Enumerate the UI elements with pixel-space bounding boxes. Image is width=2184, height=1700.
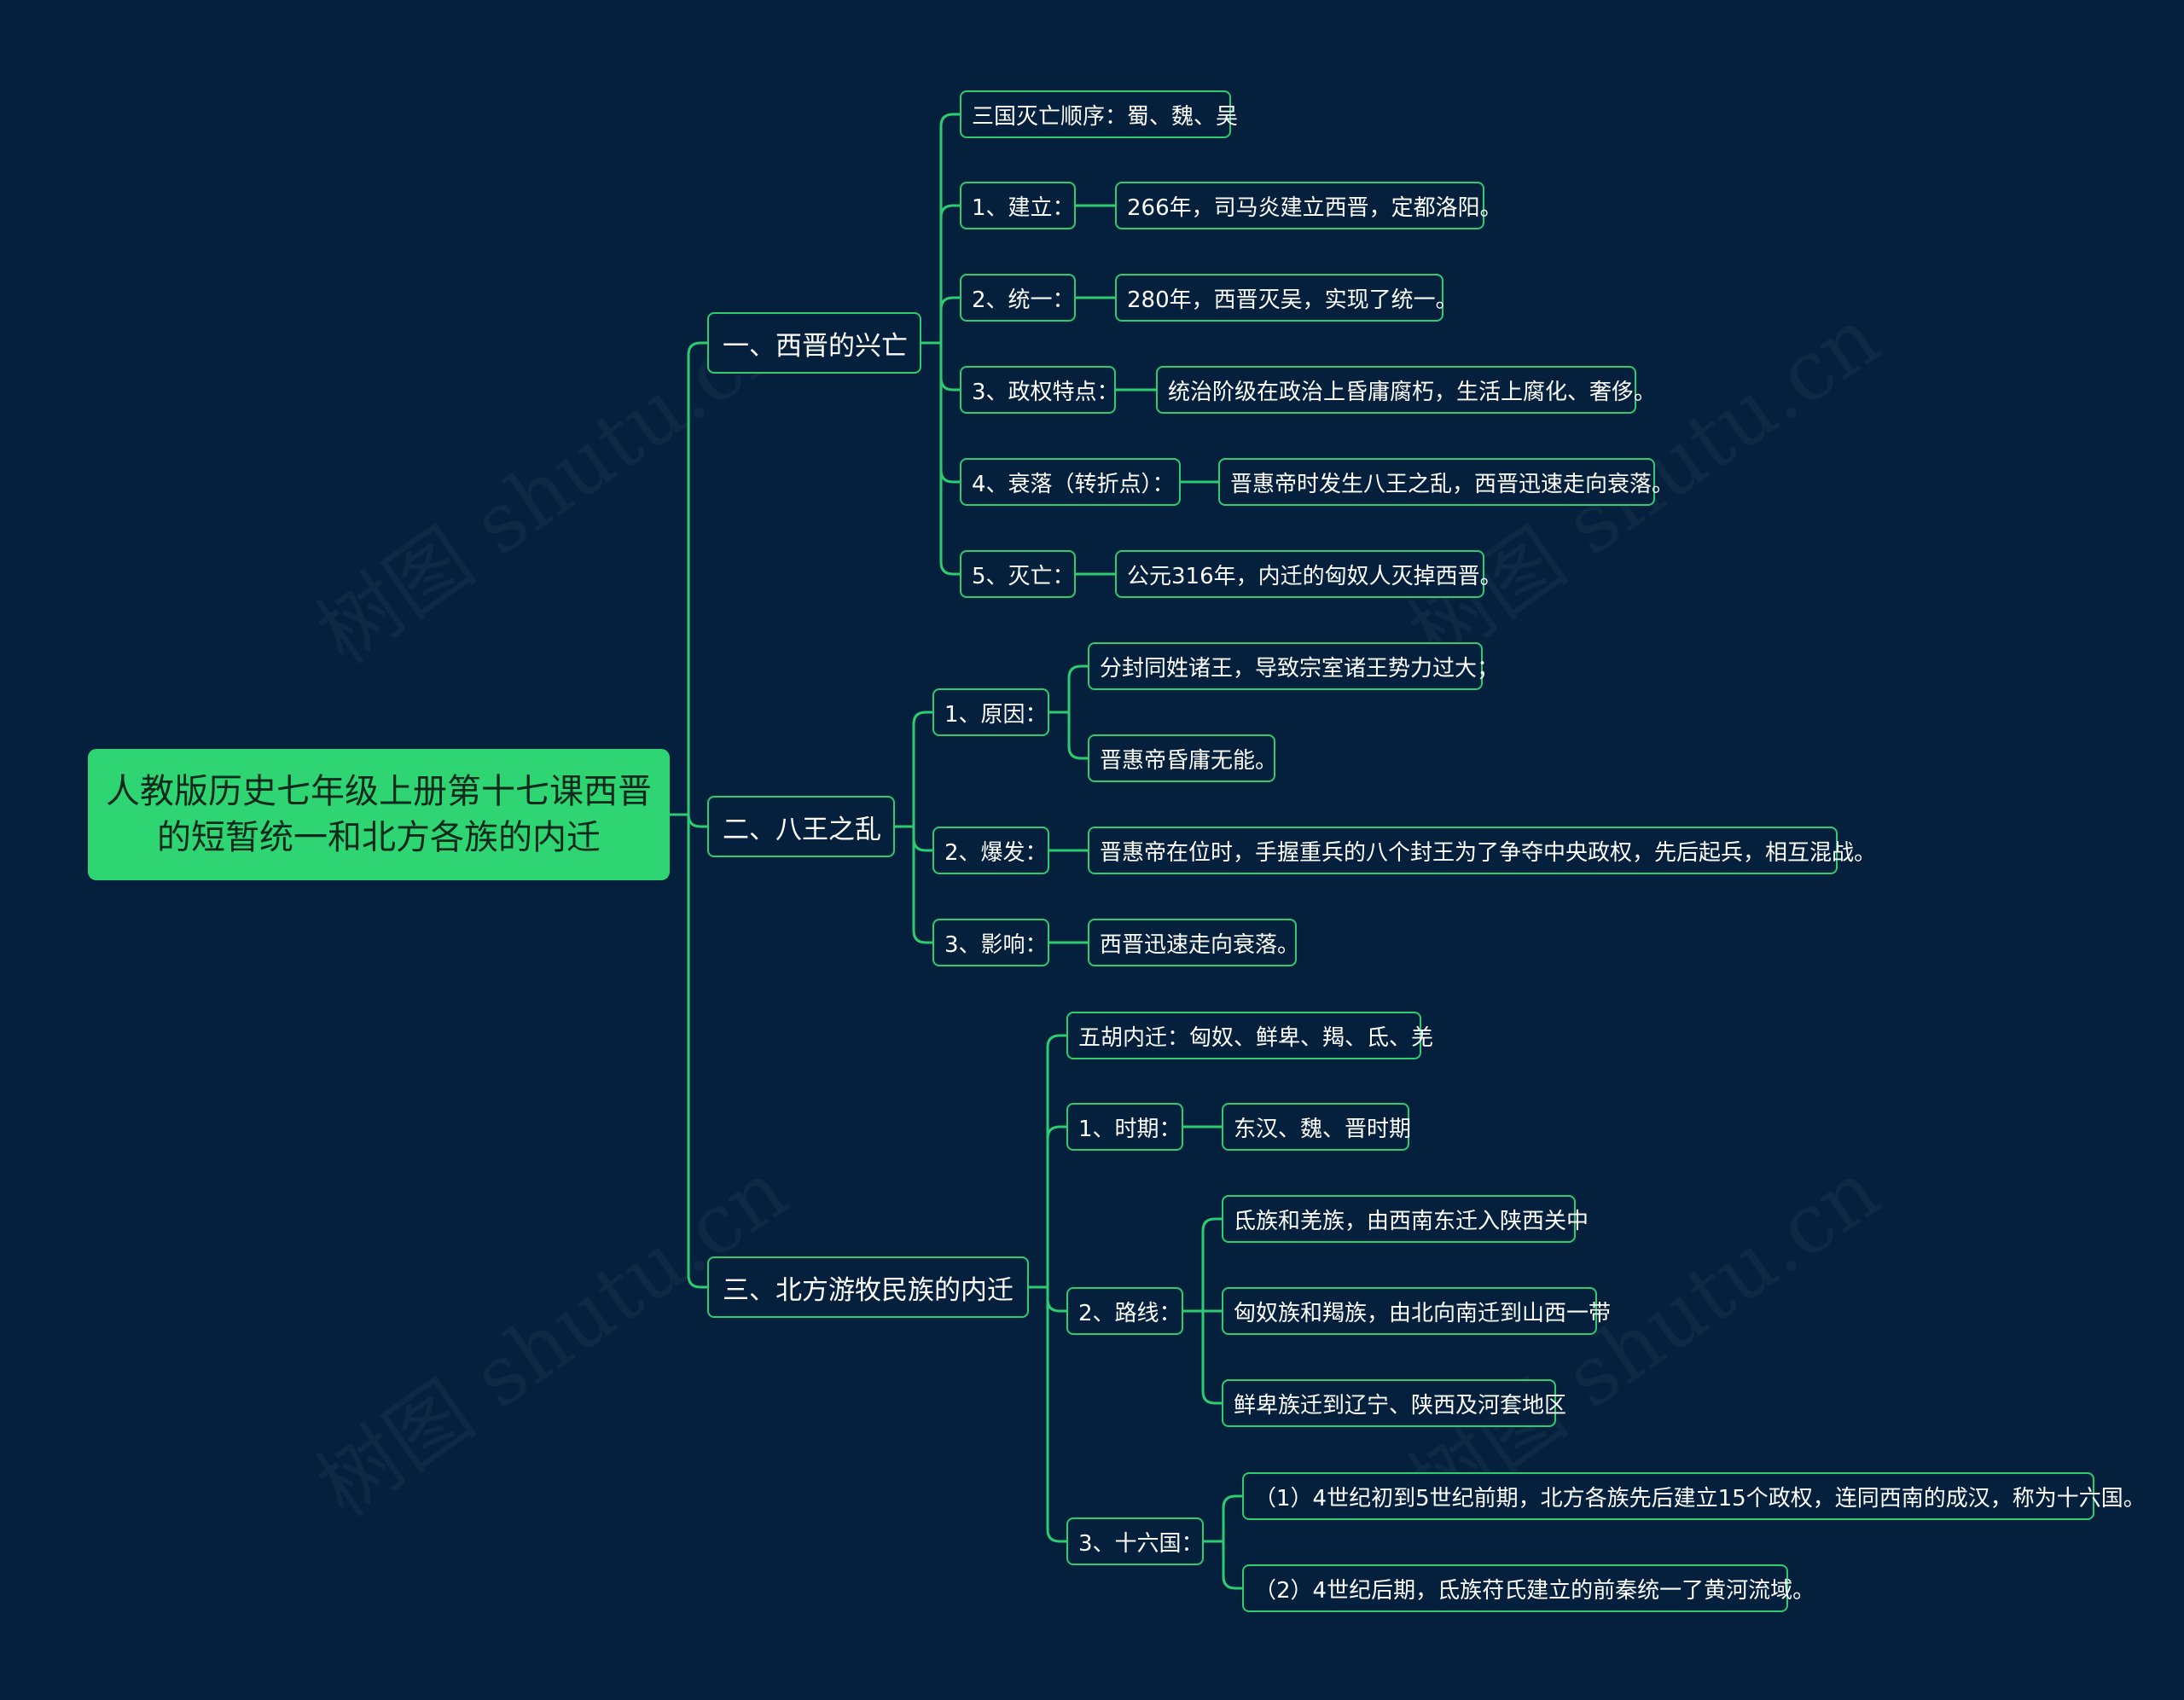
connector-line bbox=[1046, 1287, 1066, 1313]
subtopic[interactable]: 3、十六国： bbox=[1066, 1517, 1204, 1565]
connector-line bbox=[939, 204, 960, 343]
root-topic[interactable]: 人教版历史七年级上册第十七课西晋的短暂统一和北方各族的内迁 bbox=[88, 749, 670, 880]
connector-line bbox=[939, 343, 960, 484]
subtopic[interactable]: 3、影响： bbox=[932, 919, 1049, 966]
leaf-topic[interactable]: （1）4世纪初到5世纪前期，北方各族先后建立15个政权，连同西南的成汉，称为十六… bbox=[1242, 1472, 2146, 1520]
subtopic[interactable]: 4、衰落（转折点）： bbox=[960, 458, 1181, 506]
connector-line bbox=[1046, 1034, 1066, 1287]
connector-line bbox=[912, 827, 932, 944]
subtopic[interactable]: 3、政权特点： bbox=[960, 366, 1119, 414]
connector-line bbox=[1067, 712, 1088, 760]
leaf-topic[interactable]: 匈奴族和羯族，由北向南迁到山西一带 bbox=[1222, 1287, 1611, 1335]
leaf-topic[interactable]: 分封同姓诸王，导致宗室诸王势力过大； bbox=[1088, 642, 1499, 690]
connector-line bbox=[687, 814, 707, 828]
leaf-topic[interactable]: 东汉、魏、晋时期 bbox=[1222, 1103, 1411, 1151]
subtopic[interactable]: 1、原因： bbox=[932, 688, 1049, 736]
connector-line bbox=[939, 296, 960, 343]
subtopic[interactable]: 1、建立： bbox=[960, 182, 1076, 229]
subtopic[interactable]: 三国灭亡顺序：蜀、魏、吴 bbox=[960, 90, 1238, 138]
connector-line bbox=[687, 815, 707, 1289]
connector-line bbox=[1046, 1125, 1066, 1287]
subtopic[interactable]: 2、爆发： bbox=[932, 827, 1049, 874]
connector-line bbox=[1067, 664, 1088, 712]
subtopic[interactable]: 五胡内迁：匈奴、鲜卑、羯、氐、羌 bbox=[1066, 1012, 1433, 1059]
connector-line bbox=[939, 113, 960, 343]
connector-line bbox=[1201, 1311, 1222, 1405]
connector-line bbox=[1046, 1287, 1066, 1543]
leaf-topic[interactable]: 280年，西晋灭吴，实现了统一。 bbox=[1115, 274, 1458, 322]
leaf-topic[interactable]: 晋惠帝昏庸无能。 bbox=[1088, 734, 1277, 782]
subtopic[interactable]: 5、灭亡： bbox=[960, 550, 1076, 598]
connector-line bbox=[912, 711, 932, 827]
subtopic[interactable]: 2、统一： bbox=[960, 274, 1076, 322]
leaf-topic[interactable]: 鲜卑族迁到辽宁、陕西及河套地区 bbox=[1222, 1379, 1566, 1427]
leaf-topic[interactable]: 晋惠帝时发生八王之乱，西晋迅速走向衰落。 bbox=[1218, 458, 1674, 506]
connector-line bbox=[1222, 1541, 1242, 1590]
leaf-topic[interactable]: 266年，司马炎建立西晋，定都洛阳。 bbox=[1115, 182, 1502, 229]
leaf-topic[interactable]: （2）4世纪后期，氐族苻氏建立的前秦统一了黄河流域。 bbox=[1242, 1564, 1815, 1612]
subtopic[interactable]: 2、路线： bbox=[1066, 1287, 1183, 1335]
connector-line bbox=[1222, 1494, 1242, 1541]
leaf-topic[interactable]: 公元316年，内迁的匈奴人灭掉西晋。 bbox=[1115, 550, 1502, 598]
branch-topic[interactable]: 二、八王之乱 bbox=[707, 796, 895, 857]
connector-line bbox=[1201, 1217, 1222, 1311]
subtopic[interactable]: 1、时期： bbox=[1066, 1103, 1183, 1151]
leaf-topic[interactable]: 西晋迅速走向衰落。 bbox=[1088, 919, 1299, 966]
leaf-topic[interactable]: 晋惠帝在位时，手握重兵的八个封王为了争夺中央政权，先后起兵，相互混战。 bbox=[1088, 827, 1876, 874]
branch-topic[interactable]: 一、西晋的兴亡 bbox=[707, 312, 921, 374]
connector-line bbox=[939, 343, 960, 576]
root-topic-label: 人教版历史七年级上册第十七课西晋的短暂统一和北方各族的内迁 bbox=[106, 772, 652, 857]
connector-line bbox=[912, 827, 932, 852]
leaf-topic[interactable]: 氐族和羌族，由西南东迁入陕西关中 bbox=[1222, 1195, 1589, 1243]
leaf-topic[interactable]: 统治阶级在政治上昏庸腐朽，生活上腐化、奢侈。 bbox=[1156, 366, 1656, 414]
connector-line bbox=[687, 341, 707, 815]
connector-line bbox=[939, 343, 960, 392]
branch-topic[interactable]: 三、北方游牧民族的内迁 bbox=[707, 1256, 1029, 1318]
